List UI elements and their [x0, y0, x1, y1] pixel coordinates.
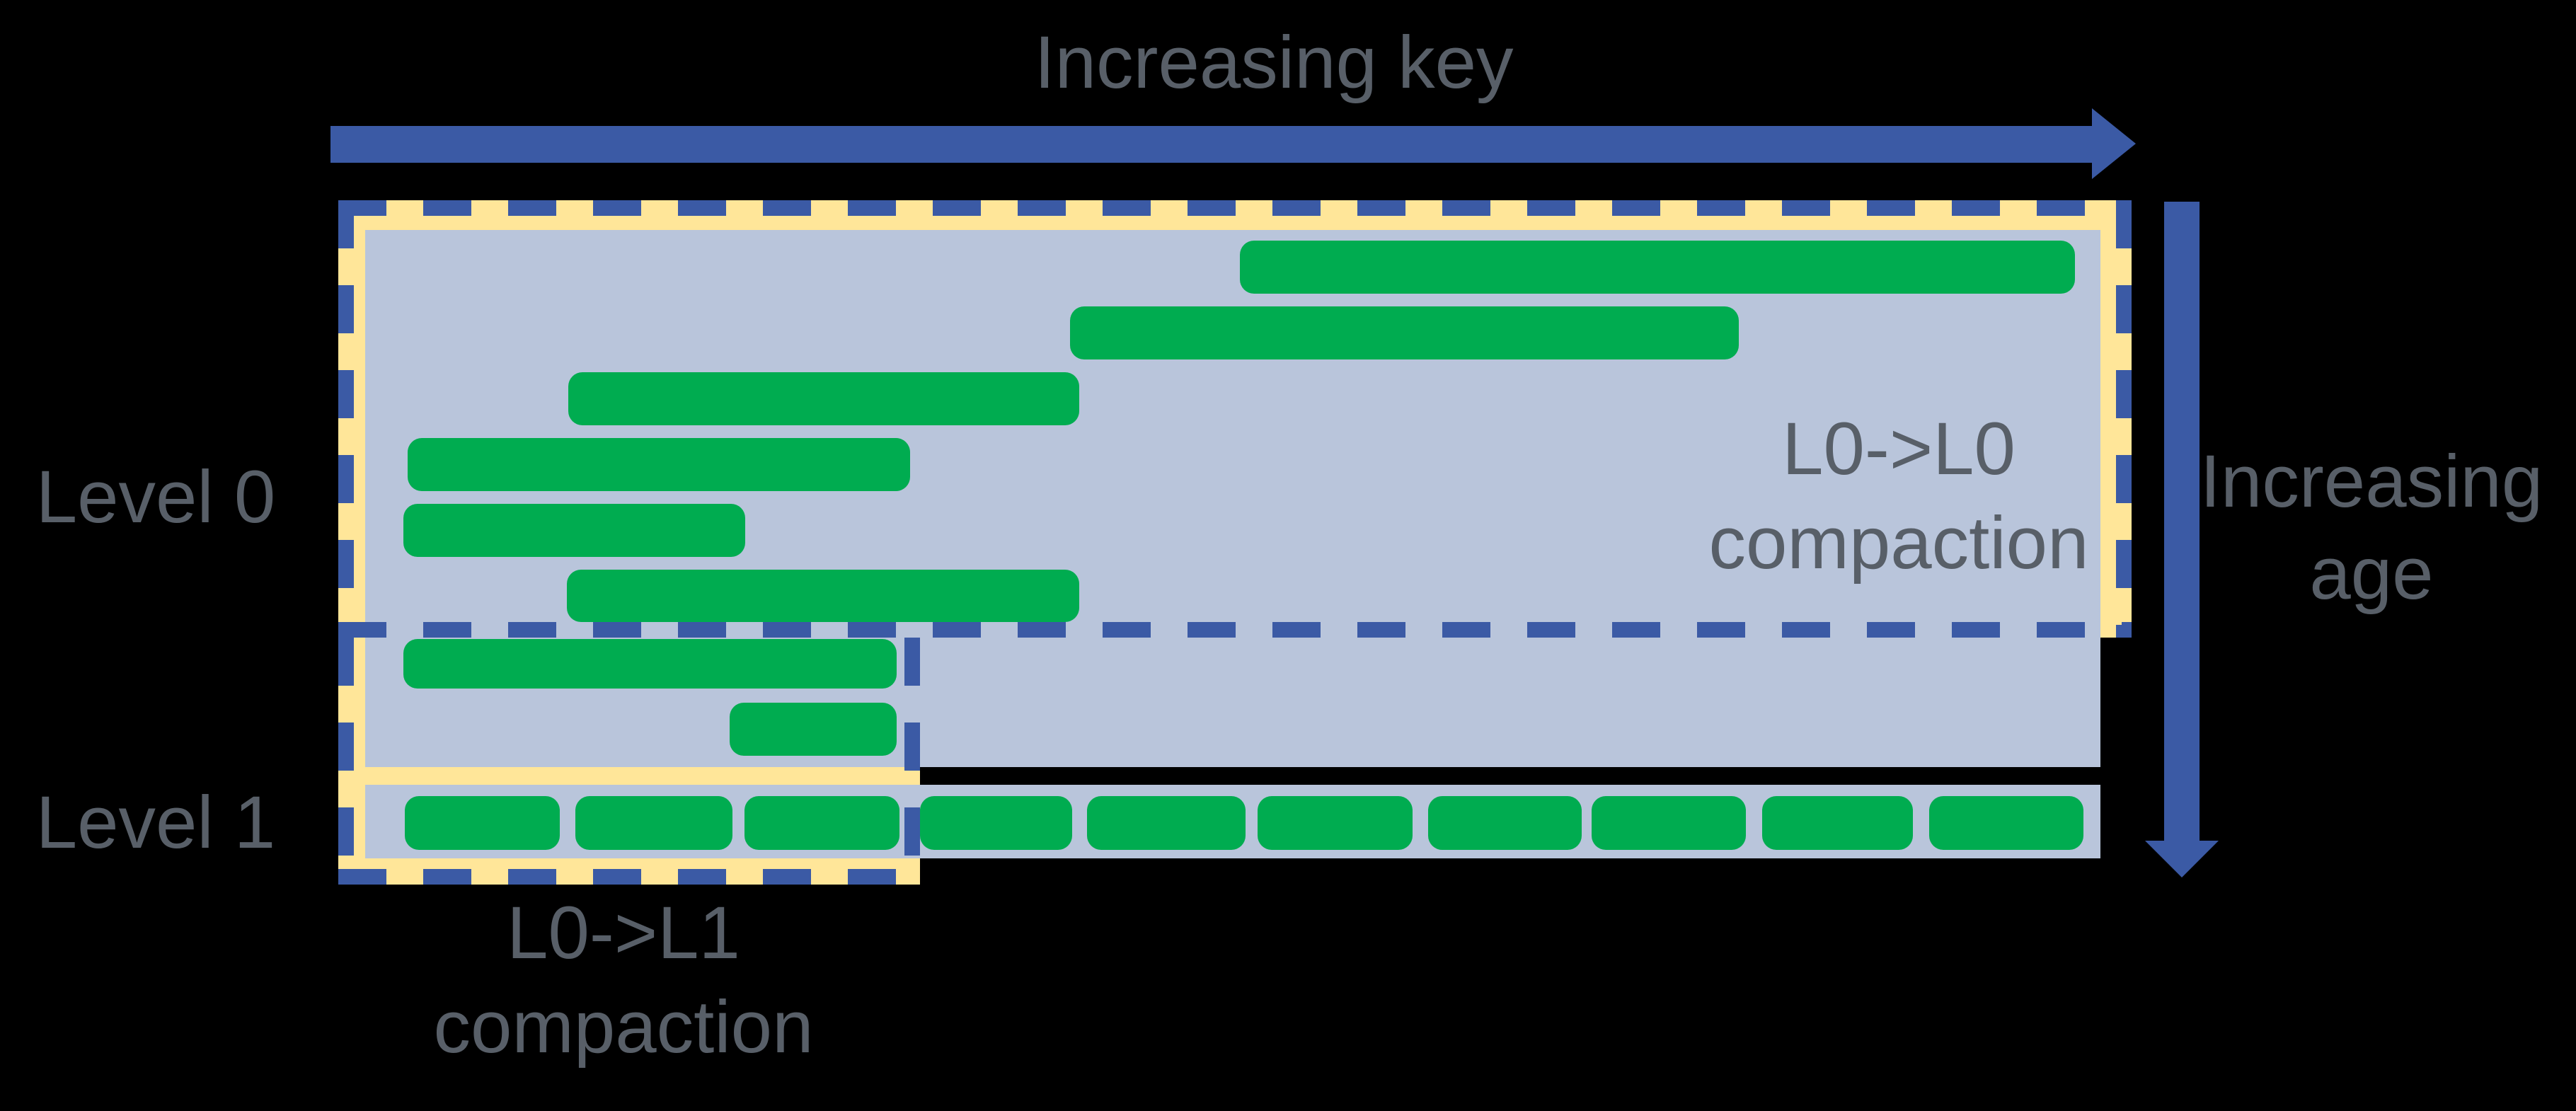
- level1-sstable-bar: [744, 796, 899, 850]
- increasing-key-label: Increasing key: [1034, 21, 1514, 104]
- l0-l1-compaction-label-line2: compaction: [433, 986, 814, 1069]
- level1-sstable-bar: [1929, 796, 2083, 850]
- level0-sstable-bar: [408, 438, 910, 491]
- level0-sstable-bar: [1070, 306, 1739, 359]
- level0-sstable-bar: [730, 703, 897, 756]
- l0-l1-group-border-bottom: [338, 869, 920, 885]
- level1-sstable-bar: [405, 796, 560, 850]
- level1-sstable-bar: [1592, 796, 1746, 850]
- level1-sstable-bar: [1428, 796, 1582, 850]
- increasing-age-label-line1: Increasing: [2200, 440, 2543, 523]
- l0-l1-group-border-right: [904, 638, 920, 885]
- l0-l0-group-border-bottom: [338, 622, 2132, 638]
- level1-sstable-bar: [920, 796, 1072, 850]
- increasing-age-label: Increasing age: [2195, 436, 2548, 620]
- level0-sstable-bar: [567, 570, 1079, 622]
- level1-sstable-bar: [1762, 796, 1913, 850]
- l0-l0-group-border-right: [2116, 200, 2132, 638]
- l0-l0-compaction-label-line2: compaction: [1708, 502, 2089, 585]
- level1-sstable-bar: [575, 796, 732, 850]
- age-arrow-shaft: [2164, 202, 2200, 841]
- l0-l0-group-border-left: [338, 200, 354, 638]
- level0-sstable-bar: [568, 372, 1079, 425]
- l0-l1-group-border-left: [338, 638, 354, 885]
- l0-l0-compaction-label-line1: L0->L0: [1782, 408, 2016, 490]
- level0-sstable-bar: [403, 639, 897, 689]
- level0-label: Level 0: [35, 456, 276, 539]
- l0-l0-compaction-label: L0->L0 compaction: [1651, 402, 2146, 590]
- key-arrow-shaft: [330, 126, 2092, 163]
- l0-l0-group-border-top: [338, 200, 2132, 216]
- level1-sstable-bar: [1258, 796, 1413, 850]
- level1-label: Level 1: [35, 781, 276, 864]
- l0-l1-compaction-label-line1: L0->L1: [507, 892, 740, 974]
- level1-sstable-bar: [1087, 796, 1246, 850]
- age-arrow-head-icon: [2145, 841, 2219, 877]
- key-arrow-head-icon: [2092, 108, 2136, 179]
- level0-sstable-bar: [1240, 241, 2075, 294]
- increasing-age-label-line2: age: [2309, 532, 2434, 615]
- level0-sstable-bar: [403, 504, 745, 557]
- l0-l1-compaction-label: L0->L1 compaction: [376, 886, 871, 1074]
